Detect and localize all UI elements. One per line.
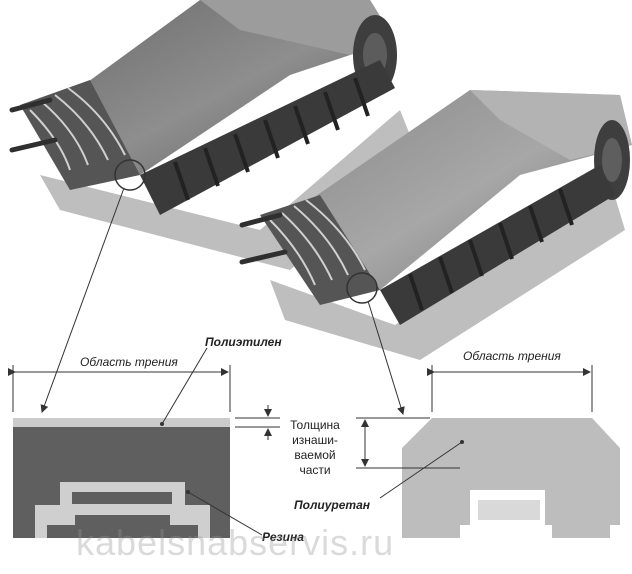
thickness-line-4: части <box>299 463 331 477</box>
thickness-label: Толщина изнаши- ваемой части <box>284 418 346 478</box>
conveyor-bottom <box>239 90 632 360</box>
thickness-dim-left <box>235 405 280 440</box>
friction-area-label-right: Область трения <box>463 349 561 363</box>
pointer-line-right <box>367 300 405 415</box>
thickness-dim-right <box>356 417 460 469</box>
cross-section-right <box>379 365 620 538</box>
pointer-line-left <box>40 187 125 413</box>
cross-section-left <box>8 347 263 538</box>
rubber-label: Резина <box>262 530 304 544</box>
watermark: kabelsnabservis.ru <box>76 522 395 563</box>
polyurethane-label: Полиуретан <box>294 498 371 512</box>
thickness-line-3: ваемой <box>294 448 336 462</box>
thickness-line-2: изнаши- <box>292 433 338 447</box>
friction-area-label-left: Область трения <box>80 355 178 369</box>
polyethylene-label: Полиэтилен <box>205 335 282 349</box>
thickness-line-1: Толщина <box>290 418 340 432</box>
